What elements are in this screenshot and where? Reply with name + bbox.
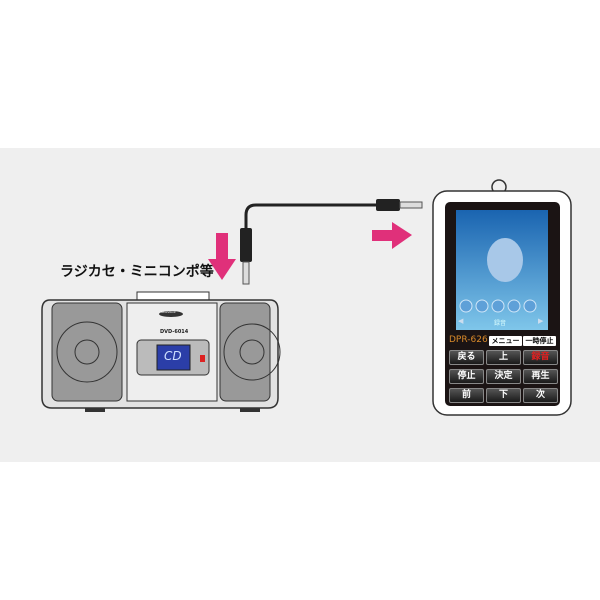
screen-right-arrow-icon[interactable]: ▶: [538, 317, 544, 325]
menu-tag: メニュー: [489, 336, 522, 346]
recorder-model: DPR-626: [449, 335, 488, 345]
back-button[interactable]: 戻る: [449, 350, 484, 365]
record-button[interactable]: 録音: [523, 350, 558, 365]
down-button[interactable]: 下: [486, 388, 521, 403]
right-arrow-icon: [372, 222, 412, 249]
up-button[interactable]: 上: [486, 350, 521, 365]
boombox-model: DVD-6014: [160, 329, 189, 335]
play-button[interactable]: 再生: [523, 369, 558, 384]
boombox-display: CD: [164, 349, 182, 363]
boombox-brand: Soundlink: [161, 310, 176, 314]
screen-left-arrow-icon[interactable]: ◀: [458, 317, 464, 325]
source-label: ラジカセ・ミニコンポ等: [60, 264, 214, 280]
stop-button[interactable]: 停止: [449, 369, 484, 384]
pause-tag: 一時停止: [523, 336, 556, 346]
boombox: [41, 291, 281, 412]
plug-right-icon: [376, 199, 423, 211]
plug-left-icon: [240, 228, 252, 285]
audio-cable: [244, 203, 378, 232]
screen-label: 録音: [494, 320, 507, 327]
next-button[interactable]: 次: [523, 388, 558, 403]
enter-button[interactable]: 決定: [486, 369, 521, 384]
down-arrow-icon: [208, 233, 236, 280]
previous-button[interactable]: 前: [449, 388, 484, 403]
